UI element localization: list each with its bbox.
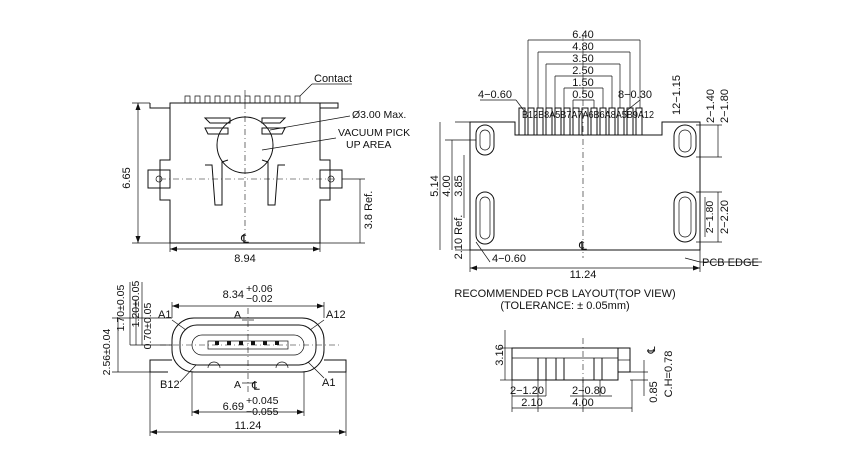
pcb-caption-line1: RECOMMENDED PCB LAYOUT(TOP VIEW) [454,288,675,300]
ref-dim-label: 3.8 Ref. [363,191,375,230]
front-section-a-top: A [234,309,241,321]
front-view [112,282,347,436]
front-width-669-plus: +0.045 [246,395,279,407]
side-dim-400: 4.00 [572,397,593,409]
side-dim-210: 2.10 [521,397,542,409]
pcb-ref-label: 2.10 Ref. [453,215,465,260]
pcb-dim-150: 1.50 [572,77,593,89]
pcb-label-12x115: 12−1.15 [671,75,683,115]
front-width-669-minus: −0.055 [246,406,279,418]
front-width-669: 6.69 [223,401,244,413]
side-label-ch078: C.H=0.78 [663,351,675,398]
front-width-834-plus: +0.06 [246,283,273,295]
pcb-dim-350: 3.50 [572,53,593,65]
side-centerline-symbol: ℄ [646,346,658,354]
pcb-caption-line2: (TOLERANCE: ± 0.05mm) [500,300,629,312]
centerline-symbol: ℄ [240,232,249,246]
top-view [132,83,365,252]
pcb-dim-514: 5.14 [429,175,441,196]
front-pin-a1-bottom: A1 [322,377,335,389]
height-dim-label: 6.65 [121,167,133,188]
pcb-dim-640: 6.40 [572,29,593,41]
front-centerline-symbol: ℄ [251,379,260,393]
front-section-a-bottom: A [234,379,241,391]
contact-label: Contact [314,73,352,85]
pcb-label-2x140: 2−1.40 [705,89,717,123]
pcb-label-2x180-top: 2−1.80 [719,89,731,123]
pcb-width-label: 11.24 [570,269,597,281]
side-height-316: 3.16 [494,344,506,365]
pcb-label-2x220: 2−2.20 [719,200,731,234]
side-label-2x080: 2−0.80 [572,385,606,397]
pcb-dim-250: 2.50 [572,65,593,77]
front-dim-256: 2.56±0.04 [101,329,113,376]
pcb-edge-label: PCB EDGE [702,257,759,269]
pcb-dim-385: 3.85 [453,175,465,196]
side-dim-085: 0.85 [648,381,660,402]
vacuum-label-2: UP AREA [346,139,391,151]
front-pin-a1-top: A1 [158,309,171,321]
front-pin-a12: A12 [326,309,346,321]
front-dim-120: 1.20±0.05 [130,281,142,328]
pcb-label-8x030: 8−0.30 [618,89,652,101]
diameter-label: Ø3.00 Max. [352,109,406,121]
pcb-label-4x060-bottom: 4−0.60 [492,253,526,265]
front-dim-170: 1.70±0.05 [115,285,127,332]
pcb-centerline-symbol: ℄ [578,239,587,253]
front-width-834-minus: −0.02 [246,293,273,305]
front-dim-070: 0.70±0.05 [142,303,154,350]
side-view [500,330,648,412]
pcb-dim-050: 0.50 [572,89,593,101]
front-width-834: 8.34 [223,289,244,301]
vacuum-label-1: VACUUM PICK [338,127,410,139]
pcb-label-4x060-top: 4−0.60 [478,89,512,101]
width-dim-label: 8.94 [234,253,255,265]
pcb-pin-labels: B12B8A5B7A7A6B6A8A5B9A12 [522,109,654,121]
front-pin-b12: B12 [160,379,180,391]
front-width-1124: 11.24 [235,420,262,432]
pcb-dim-480: 4.80 [572,41,593,53]
pcb-label-2x180-bottom: 2−1.80 [704,201,716,234]
pcb-dim-400: 4.00 [441,175,453,196]
side-label-2x120: 2−1.20 [510,385,544,397]
pcb-layout [439,35,762,272]
